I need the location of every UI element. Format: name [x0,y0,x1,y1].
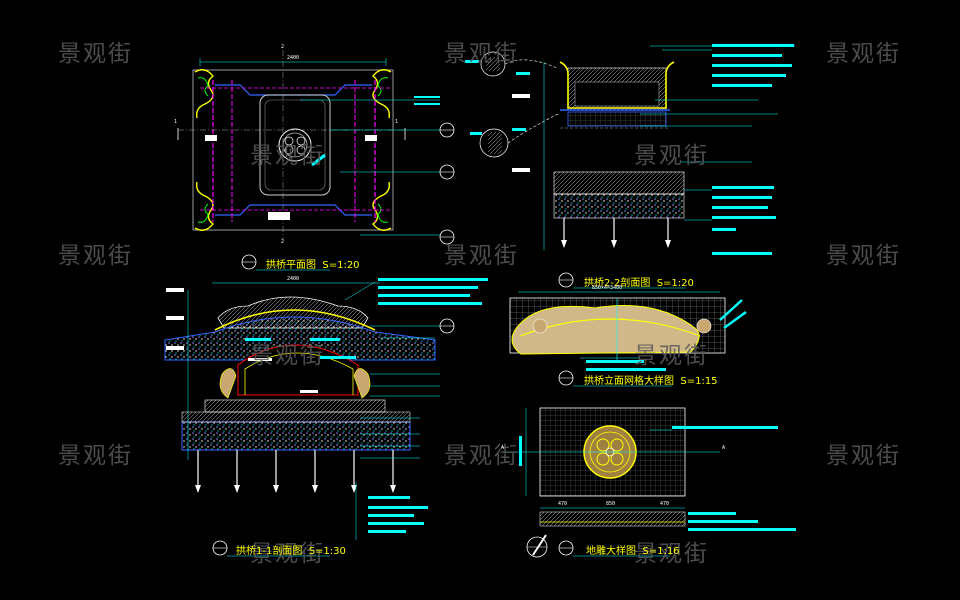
watermark-text: 景观街 [444,41,519,67]
section-2-2-view [465,44,795,289]
watermark-text: 景观街 [634,541,709,567]
watermark-text: 景观街 [826,443,901,469]
section11-top-dimension: 2400 [287,276,300,282]
watermark-text: 景观街 [250,143,325,169]
paving-dimension-3: 470 [660,501,670,507]
plan-title: 拱桥平面图 S=1:20 [266,256,360,271]
section-mark-2-bottom: 2 [281,239,285,245]
watermark-text: 景观街 [444,243,519,269]
section11-title: 拱桥1-1剖面图 S=1:30 [236,542,346,557]
paving-section-mark-left: A [501,445,505,451]
paving-scale: S=1:16 [642,546,680,557]
watermark-text: 景观街 [634,143,709,169]
elevation-top-dimension: 850×4=3400 [592,285,623,291]
paving-section-mark-right: A [722,445,726,451]
plan-scale: S=1:20 [322,260,360,271]
watermark-text: 景观街 [58,243,133,269]
section22-title: 拱桥2-2剖面图 S=1:20 [584,274,694,289]
paving-dimension-2: 850 [606,501,616,507]
paving-dimension-1: 470 [558,501,568,507]
watermark-text: 景观街 [826,243,901,269]
watermark-text: 景观街 [634,343,709,369]
elevation-grid-view [509,291,747,387]
section22-scale: S=1:20 [656,278,694,289]
section11-title-text: 拱桥1-1剖面图 [236,546,303,557]
watermark-text: 景观街 [58,41,133,67]
section-1-1-view [164,278,488,557]
watermark-text: 景观街 [58,443,133,469]
section11-scale: S=1:30 [308,546,346,557]
section-mark-1-right: 1 [395,119,399,125]
watermark-text: 景观街 [444,443,519,469]
elevation-title-text: 拱桥立面网格大样图 [584,376,674,387]
paving-title: 地雕大样图 S=1:16 [586,542,680,557]
paving-detail-view [505,407,796,558]
section-mark-2-top: 2 [281,44,285,50]
section-mark-1-left: 1 [174,119,178,125]
section22-title-text: 拱桥2-2剖面图 [584,278,651,289]
plan-view [177,50,455,271]
watermark-text: 景观街 [250,343,325,369]
paving-title-text: 地雕大样图 [586,546,636,557]
watermark-text: 景观街 [250,541,325,567]
plan-top-dimension: 2400 [287,55,300,61]
elevation-title: 拱桥立面网格大样图 S=1:15 [584,372,718,387]
plan-title-text: 拱桥平面图 [266,260,316,271]
watermark-text: 景观街 [826,41,901,67]
elevation-scale: S=1:15 [680,376,718,387]
